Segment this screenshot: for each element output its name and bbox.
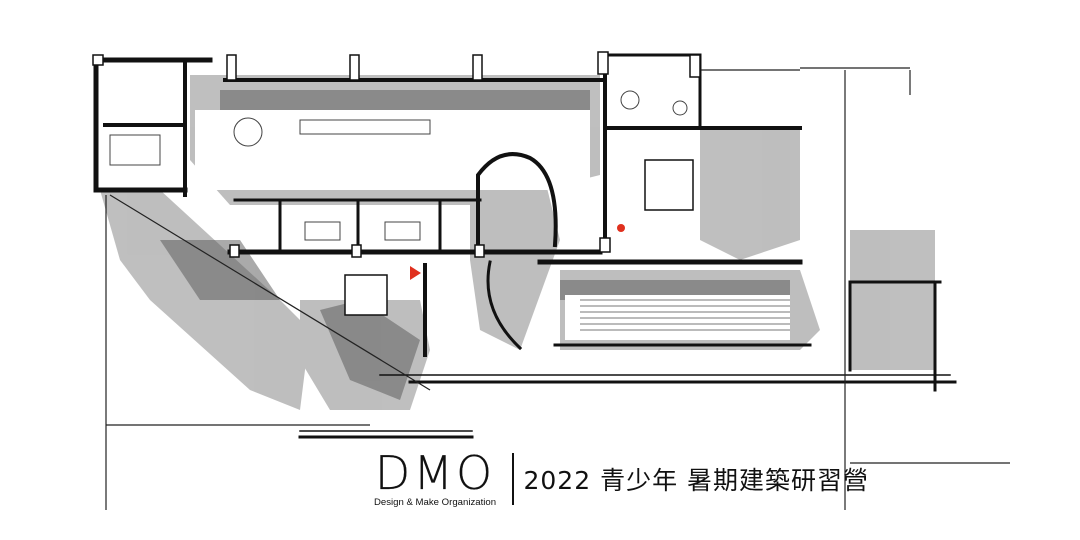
logo: DMO Design & Make Organization <box>370 445 500 508</box>
logo-tagline: Design & Make Organization <box>373 496 497 508</box>
column <box>226 54 237 81</box>
column <box>474 244 485 258</box>
chair <box>672 100 688 116</box>
guide-lines <box>105 67 1010 510</box>
banner-divider <box>512 453 514 505</box>
shadow-mass-far-east <box>850 230 935 370</box>
furniture <box>109 90 688 241</box>
table <box>233 117 263 147</box>
column <box>349 54 360 81</box>
entry-dot-marker <box>617 224 625 232</box>
column <box>351 244 362 258</box>
column <box>599 237 611 253</box>
column <box>472 54 483 81</box>
desk <box>304 221 341 241</box>
floor-box <box>344 274 388 316</box>
desk <box>109 134 161 166</box>
wall-curved-core <box>476 152 558 254</box>
column <box>229 244 240 258</box>
entry-markers <box>410 224 625 280</box>
title-banner: DMO Design & Make Organization 2022 青少年 … <box>370 448 910 510</box>
guide-diagonal <box>109 194 431 391</box>
columns <box>92 51 701 258</box>
logo-mark: DMO <box>374 445 496 500</box>
banner-headline: 2022 青少年 暑期建築研習營 <box>523 466 870 495</box>
desk <box>384 221 421 241</box>
entry-arrow-marker <box>410 266 421 280</box>
counter <box>299 119 431 135</box>
chair <box>620 90 640 110</box>
column <box>92 54 104 66</box>
column <box>689 54 701 78</box>
shadow-mass-east <box>700 130 800 260</box>
floor-stair-landing <box>644 159 694 211</box>
wall-layer <box>93 53 957 439</box>
seating-rows <box>580 299 790 331</box>
shadow-band-1 <box>220 90 590 110</box>
wall-curved-south <box>486 260 523 351</box>
shadow-band-4 <box>160 240 280 300</box>
column <box>597 51 609 75</box>
